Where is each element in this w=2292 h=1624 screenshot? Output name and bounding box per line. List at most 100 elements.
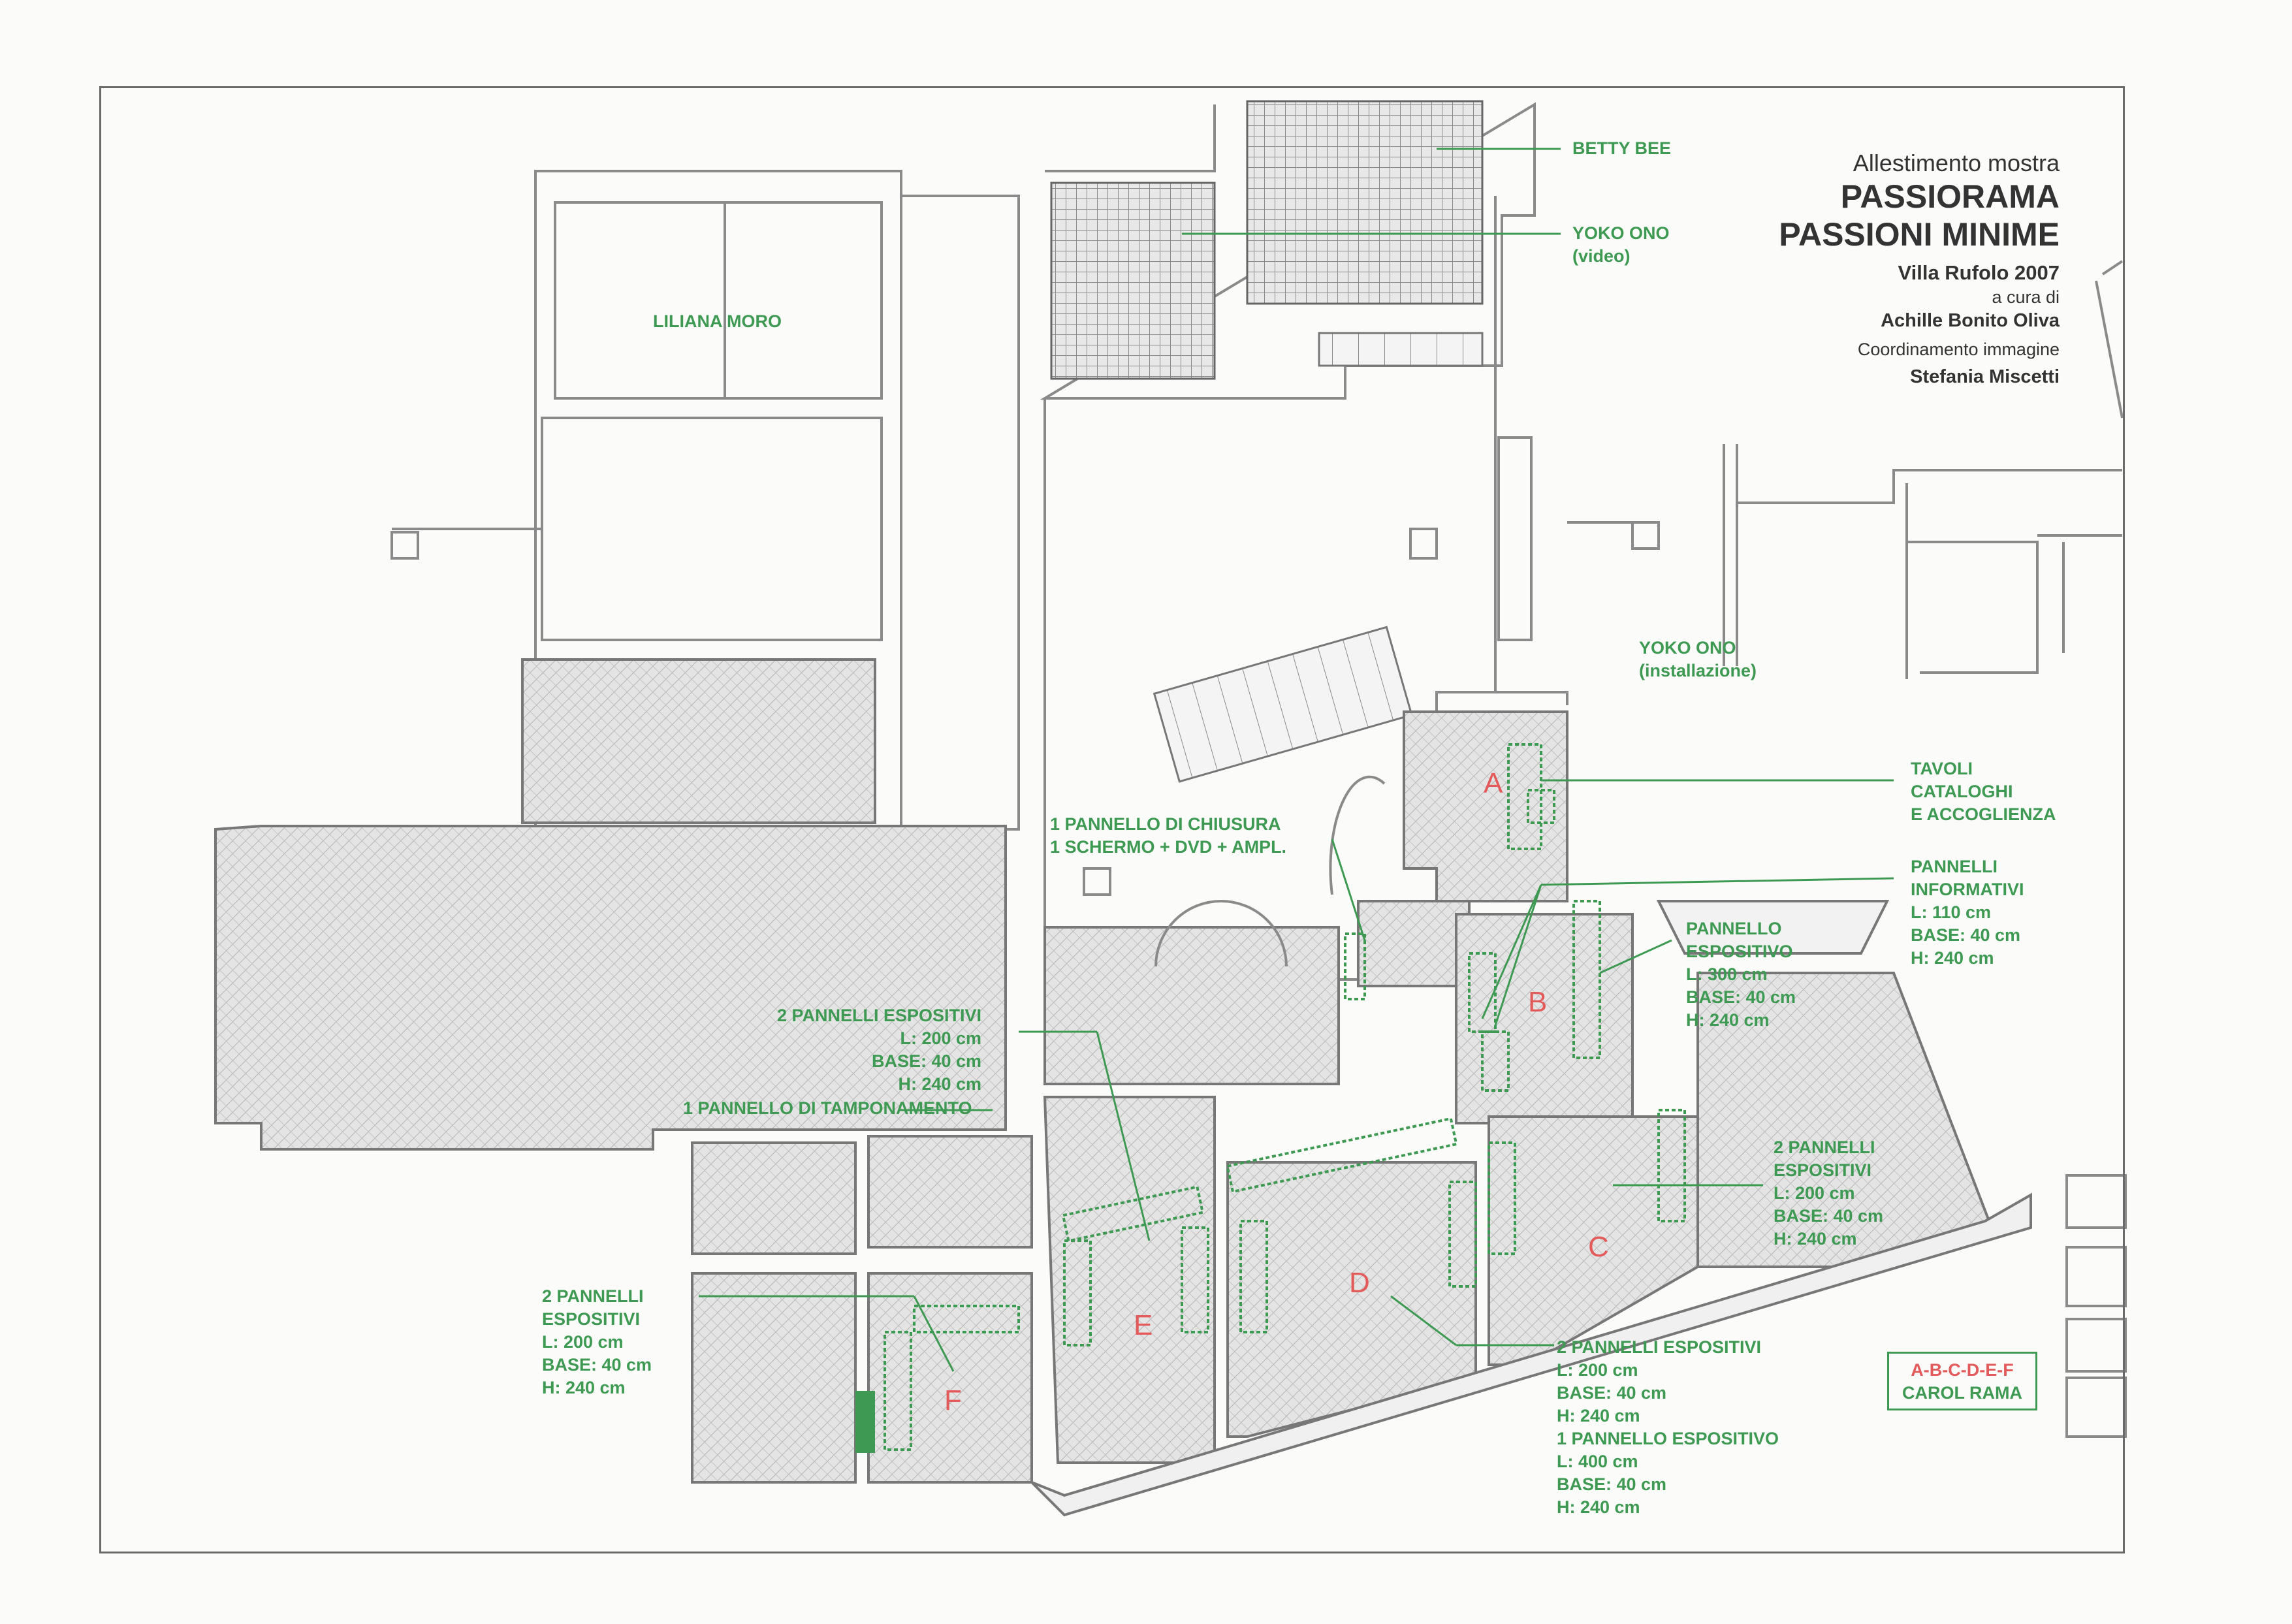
panel-d-2 <box>1239 1220 1268 1333</box>
label-esp-c-line1: 2 PANNELLI <box>1774 1138 1875 1157</box>
label-info-line5: H: 240 cm <box>1911 948 1994 968</box>
courtyard-features <box>1083 775 1386 967</box>
panel-informativo-2 <box>1481 1030 1510 1092</box>
room-letter-b: B <box>1528 986 1548 1018</box>
label-esp-e-line1: 2 PANNELLI ESPOSITIVI <box>777 1006 982 1025</box>
room-letter-d: D <box>1349 1267 1370 1299</box>
label-esp-b-line5: H: 240 cm <box>1686 1010 1770 1030</box>
label-esp-f-line4: BASE: 40 cm <box>542 1355 652 1375</box>
bench <box>1497 436 1533 641</box>
label-info-line2: INFORMATIVI <box>1911 880 2024 899</box>
legend-rooms: A-B-C-D-E-F <box>1911 1360 2014 1380</box>
label-esp-d-line6: L: 400 cm <box>1557 1452 1638 1471</box>
label-esp-d-line5: 1 PANNELLO ESPOSITIVO <box>1557 1429 1779 1448</box>
exhibition-subtitle: Allestimento mostra <box>1853 150 2060 176</box>
coordination-label: Coordinamento immagine <box>1857 340 2060 359</box>
coordinator-name: Stefania Miscetti <box>1910 366 2060 387</box>
label-pannello-espositivo-b: PANNELLO ESPOSITIVO L: 300 cm BASE: 40 c… <box>1686 917 1796 1032</box>
panel-f-1 <box>913 1305 1020 1333</box>
label-esp-f-line2: ESPOSITIVI <box>542 1309 641 1329</box>
label-pannelli-espositivi-c: 2 PANNELLI ESPOSITIVI L: 200 cm BASE: 40… <box>1774 1136 1883 1250</box>
panel-d-1 <box>1448 1181 1477 1288</box>
room-letter-a: A <box>1484 767 1503 799</box>
label-esp-b-line2: ESPOSITIVO <box>1686 942 1793 961</box>
label-chiusura-line1: 1 PANNELLO DI CHIUSURA <box>1050 814 1281 834</box>
panel-tamponamento <box>855 1391 875 1453</box>
panel-c-2 <box>1488 1141 1516 1255</box>
grid-floor-areas <box>1050 100 1484 783</box>
label-esp-d-line2: L: 200 cm <box>1557 1360 1638 1380</box>
label-esp-c-line5: H: 240 cm <box>1774 1229 1857 1249</box>
label-esp-d-line7: BASE: 40 cm <box>1557 1474 1667 1494</box>
drawing-frame <box>99 86 2125 1553</box>
label-info-line3: L: 110 cm <box>1911 902 1992 922</box>
label-esp-e-line2: L: 200 cm <box>900 1028 982 1048</box>
legend-artist: CAROL RAMA <box>1902 1383 2022 1403</box>
panel-d-long <box>1226 1117 1458 1194</box>
room-a <box>1403 710 1568 902</box>
room-liliana-moro <box>554 201 883 400</box>
room-hatched-north <box>521 658 876 824</box>
exhibition-title-line2: PASSIONI MINIME <box>1779 216 2060 253</box>
label-yoko-ono-video: YOKO ONO (video) <box>1572 222 1670 268</box>
leader-lines <box>699 148 1894 1372</box>
label-esp-c-line2: ESPOSITIVI <box>1774 1160 1872 1180</box>
room-f-west <box>691 1272 857 1484</box>
label-yoko-inst-line2: (installazione) <box>1639 661 1757 680</box>
panel-e-3 <box>1181 1226 1209 1333</box>
label-yoko-video-line2: (video) <box>1572 246 1631 266</box>
label-esp-b-line1: PANNELLO <box>1686 919 1782 938</box>
curated-by-label: a cura di <box>1992 287 2060 307</box>
room-letter-c: C <box>1588 1231 1609 1263</box>
label-tavoli-line3: E ACCOGLIENZA <box>1911 804 2056 824</box>
label-info-line1: PANNELLI <box>1911 857 1998 876</box>
panel-b-long <box>1572 900 1601 1059</box>
label-esp-e-line4: H: 240 cm <box>898 1074 982 1094</box>
label-esp-c-line3: L: 200 cm <box>1774 1183 1855 1203</box>
label-esp-e-line3: BASE: 40 cm <box>871 1051 982 1071</box>
label-info-line4: BASE: 40 cm <box>1911 925 2021 945</box>
label-esp-c-line4: BASE: 40 cm <box>1774 1206 1884 1226</box>
label-pannelli-espositivi-e: 2 PANNELLI ESPOSITIVI L: 200 cm BASE: 40… <box>777 1004 981 1096</box>
legend-carol-rama: A-B-C-D-E-F CAROL RAMA <box>1887 1352 2037 1410</box>
label-pannelli-espositivi-f: 2 PANNELLI ESPOSITIVI L: 200 cm BASE: 40… <box>542 1285 652 1399</box>
panel-e-1 <box>1061 1185 1205 1243</box>
fountain <box>1154 900 1288 967</box>
panel-tables-a <box>1507 743 1542 850</box>
label-liliana-moro: LILIANA MORO <box>653 311 782 331</box>
room-c <box>1488 1115 1699 1366</box>
label-yoko-inst-line1: YOKO ONO <box>1639 638 1736 658</box>
curator-name: Achille Bonito Oliva <box>1881 310 2060 331</box>
label-pannello-tamponamento: 1 PANNELLO DI TAMPONAMENTO <box>683 1098 972 1118</box>
exhibition-title-line1: PASSIORAMA <box>1840 178 2060 215</box>
room-letter-e: E <box>1134 1309 1153 1341</box>
label-tavoli-line1: TAVOLI <box>1911 759 1973 778</box>
label-chiusura-line2: 1 SCHERMO + DVD + AMPL. <box>1050 837 1287 857</box>
label-esp-f-line1: 2 PANNELLI <box>542 1286 644 1306</box>
label-esp-b-line3: L: 300 cm <box>1686 964 1768 984</box>
building-walls <box>390 102 2127 1438</box>
panel-chiusura <box>1344 932 1366 1000</box>
panel-e-2 <box>1063 1239 1092 1346</box>
label-esp-f-line5: H: 240 cm <box>542 1378 626 1397</box>
room-f <box>867 1272 1033 1484</box>
label-esp-d-line3: BASE: 40 cm <box>1557 1383 1667 1403</box>
venue: Villa Rufolo 2007 <box>1898 261 2060 284</box>
label-esp-d-line1: 2 PANNELLI ESPOSITIVI <box>1557 1337 1762 1357</box>
label-betty-bee: BETTY BEE <box>1572 138 1672 158</box>
panel-c-1 <box>1657 1109 1686 1222</box>
room-great-hall <box>214 825 1007 1151</box>
room-letter-f: F <box>944 1384 962 1416</box>
panel-f-2 <box>883 1331 912 1451</box>
label-tavoli-line2: CATALOGHI <box>1911 782 2013 801</box>
label-tavoli-cataloghi: TAVOLI CATALOGHI E ACCOGLIENZA <box>1911 757 2056 826</box>
title-block: Allestimento mostra PASSIORAMA PASSIONI … <box>1779 149 2060 389</box>
label-esp-d-line8: H: 240 cm <box>1557 1497 1640 1517</box>
label-pannello-chiusura: 1 PANNELLO DI CHIUSURA 1 SCHERMO + DVD +… <box>1050 813 1286 859</box>
label-pannelli-informativi: PANNELLI INFORMATIVI L: 110 cm BASE: 40 … <box>1911 855 2024 970</box>
label-yoko-ono-installazione: YOKO ONO (installazione) <box>1639 637 1757 682</box>
hatched-rooms <box>214 658 2032 1517</box>
label-pannelli-espositivi-d: 2 PANNELLI ESPOSITIVI L: 200 cm BASE: 40… <box>1557 1336 1779 1519</box>
